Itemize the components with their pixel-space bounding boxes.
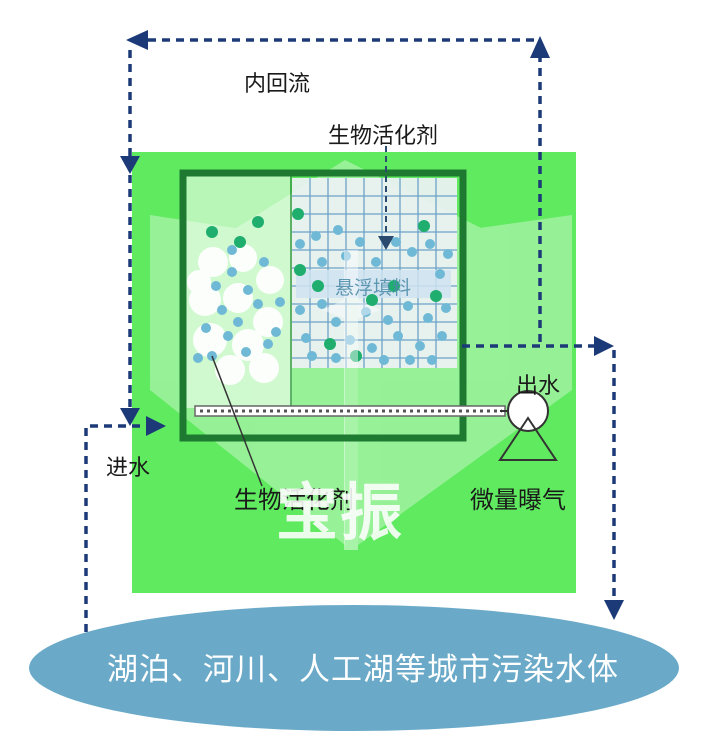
reflux-arrowhead-left <box>126 30 148 50</box>
water-outlet-label: 出水 <box>516 374 561 399</box>
green-dots <box>206 208 442 362</box>
inlet-flow-arrows <box>84 424 146 632</box>
bio-activator-bottom-label: 生物活化剂 <box>234 486 354 514</box>
water-body-label: 湖泊、河川、人工湖等城市污染水体 <box>107 652 619 688</box>
suspended-filler-label: 悬浮填料 <box>334 277 411 299</box>
water-body-ellipse <box>29 605 679 731</box>
internal-reflux-label: 内回流 <box>244 72 311 97</box>
reflux-arrowhead-up <box>530 36 550 58</box>
watermark-beam <box>322 250 380 550</box>
blower-icon <box>498 390 558 461</box>
reflux-arrowhead-down <box>120 156 140 174</box>
water-inlet-label: 进水 <box>106 456 151 481</box>
inlet-arrowhead-right <box>146 416 166 436</box>
watermark-text: 宝振 <box>276 476 405 549</box>
outlet-arrowhead-down <box>604 600 624 620</box>
outlet-arrowhead-right <box>594 336 614 356</box>
outlet-flow-arrows <box>462 344 616 606</box>
blue-dots <box>193 225 453 365</box>
micro-aeration-label: 微量曝气 <box>470 486 566 514</box>
reactor-tank <box>179 169 467 442</box>
air-bubbles <box>187 244 284 385</box>
reflux-arrowhead-bottom <box>120 408 140 426</box>
bio-activator-pointer <box>211 355 263 487</box>
bio-activator-dose-arrowhead <box>378 236 394 250</box>
bio-activator-top-label: 生物活化剂 <box>328 124 439 149</box>
